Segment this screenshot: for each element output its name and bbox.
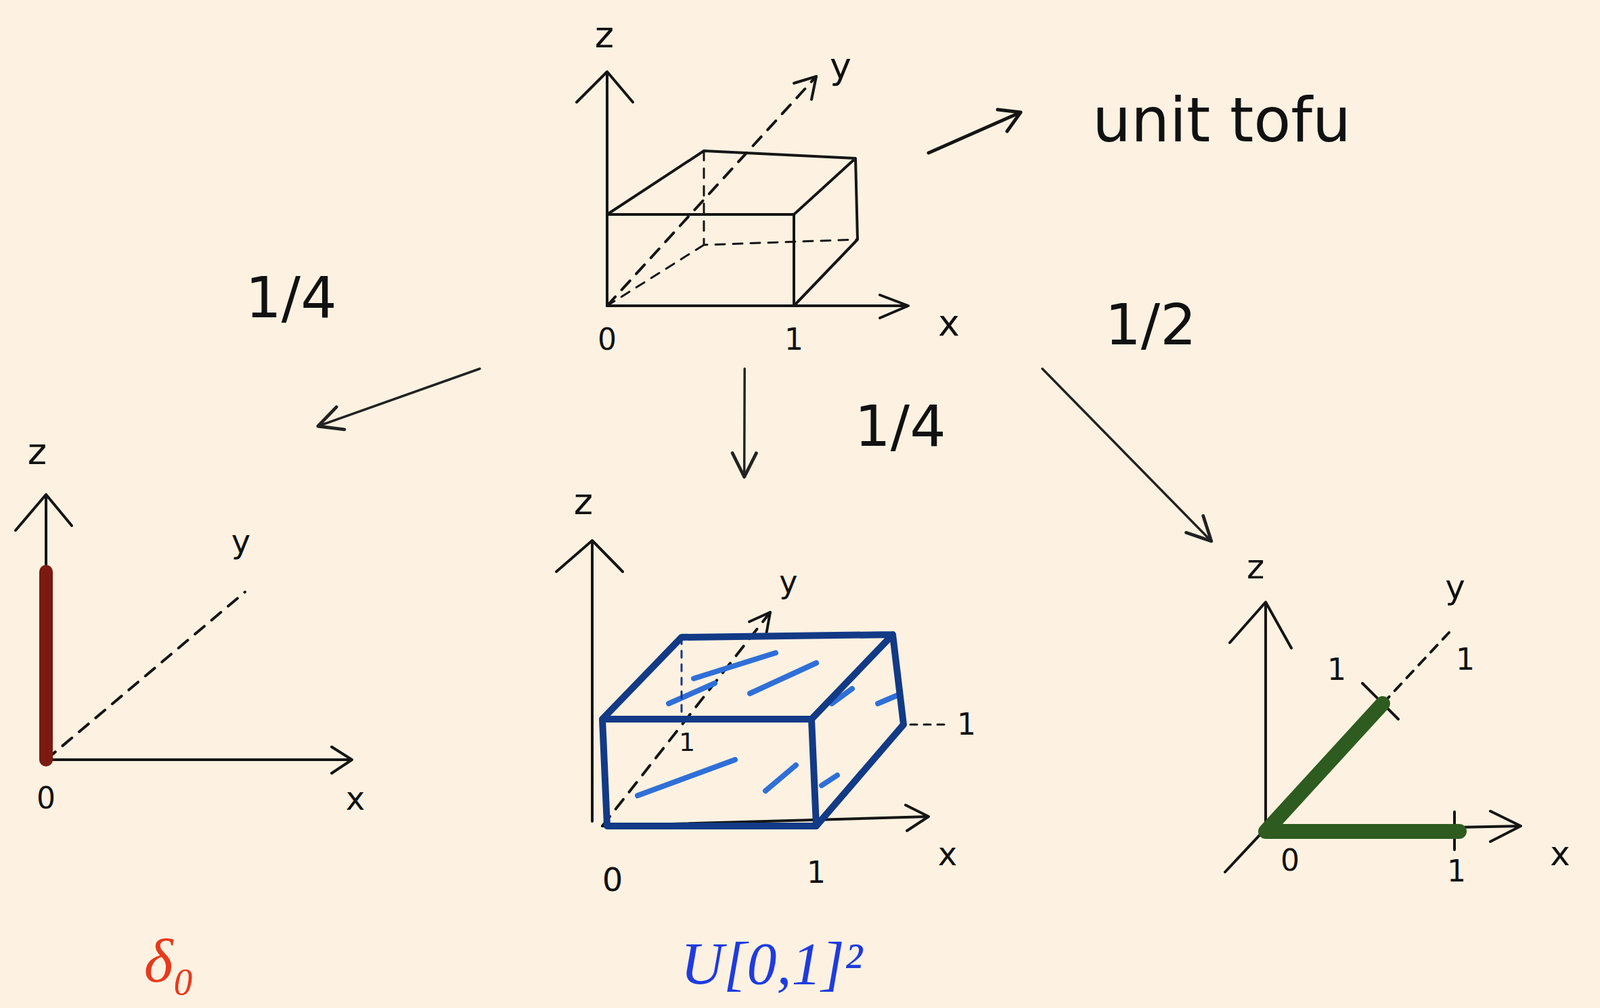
axis-label: y <box>1443 570 1467 605</box>
y-axis <box>46 592 246 761</box>
tofu-figure: z y x 0 1 unit tofu <box>473 6 1408 369</box>
delta-sketch <box>15 494 352 774</box>
arrow-connector <box>743 368 746 478</box>
y-arrowhead <box>749 612 771 635</box>
point-mass-bar <box>39 571 53 761</box>
tick-label: 0 <box>596 324 618 355</box>
tick-label: 1 <box>955 709 978 740</box>
uniform-figure: z y 1 1 0 1 xU[0,1]² <box>568 477 989 1008</box>
edges-figure: z y 1 1 0 1 x <box>1204 541 1594 894</box>
axis-label: z <box>572 483 595 521</box>
probability-label: 1/4 <box>243 269 338 327</box>
tick-label: 0 <box>1279 846 1301 876</box>
arrow-connector <box>1042 368 1212 542</box>
tick-label: 1 <box>1445 856 1468 887</box>
axis-label: x <box>936 305 962 342</box>
axis-label: z <box>26 433 49 471</box>
tick-label: 1 <box>783 324 805 355</box>
axis-label: z <box>593 16 616 54</box>
tofu-sketch <box>576 71 1021 319</box>
axis-label: z <box>1245 550 1266 585</box>
hidden-edge <box>680 637 683 718</box>
axes <box>15 494 352 774</box>
axis-label: y <box>230 525 252 558</box>
axis-label: x <box>344 782 367 815</box>
y-axis-tail <box>1382 632 1450 704</box>
axes <box>556 540 929 832</box>
pointer-arrow <box>928 109 1021 153</box>
y-arrowhead <box>793 76 817 100</box>
measure-label: U[0,1]² <box>679 934 864 995</box>
solid-box <box>602 634 904 827</box>
tick-label: 1 <box>805 858 828 888</box>
measure-label: δ₀ <box>142 929 197 993</box>
figure-title: unit tofu <box>1091 90 1353 151</box>
tick-label: 1 <box>677 729 697 756</box>
tick-label: 1 <box>1325 655 1348 685</box>
tick-label: 0 <box>35 783 57 814</box>
edges-sketch <box>1225 602 1521 873</box>
axes <box>576 71 909 319</box>
tick-label: 1 <box>1454 645 1477 675</box>
leader-line <box>910 724 949 727</box>
tick-label: 0 <box>601 863 625 897</box>
arrow-connector <box>318 368 480 427</box>
axis-label: x <box>1548 837 1572 872</box>
uniform-sketch <box>556 540 949 832</box>
hidden-edges <box>607 150 858 306</box>
edge-mass <box>1265 703 1460 832</box>
axis-label: y <box>828 48 853 85</box>
probability-label: 1/2 <box>1103 296 1198 354</box>
delta-figure: z y 0 x δ₀ <box>10 426 393 1008</box>
axis-label: y <box>777 566 799 598</box>
axes <box>1229 602 1521 842</box>
probability-label: 1/4 <box>852 397 947 455</box>
axis-label: x <box>936 837 959 871</box>
tofu-box <box>607 150 858 306</box>
y-axis <box>607 76 817 306</box>
